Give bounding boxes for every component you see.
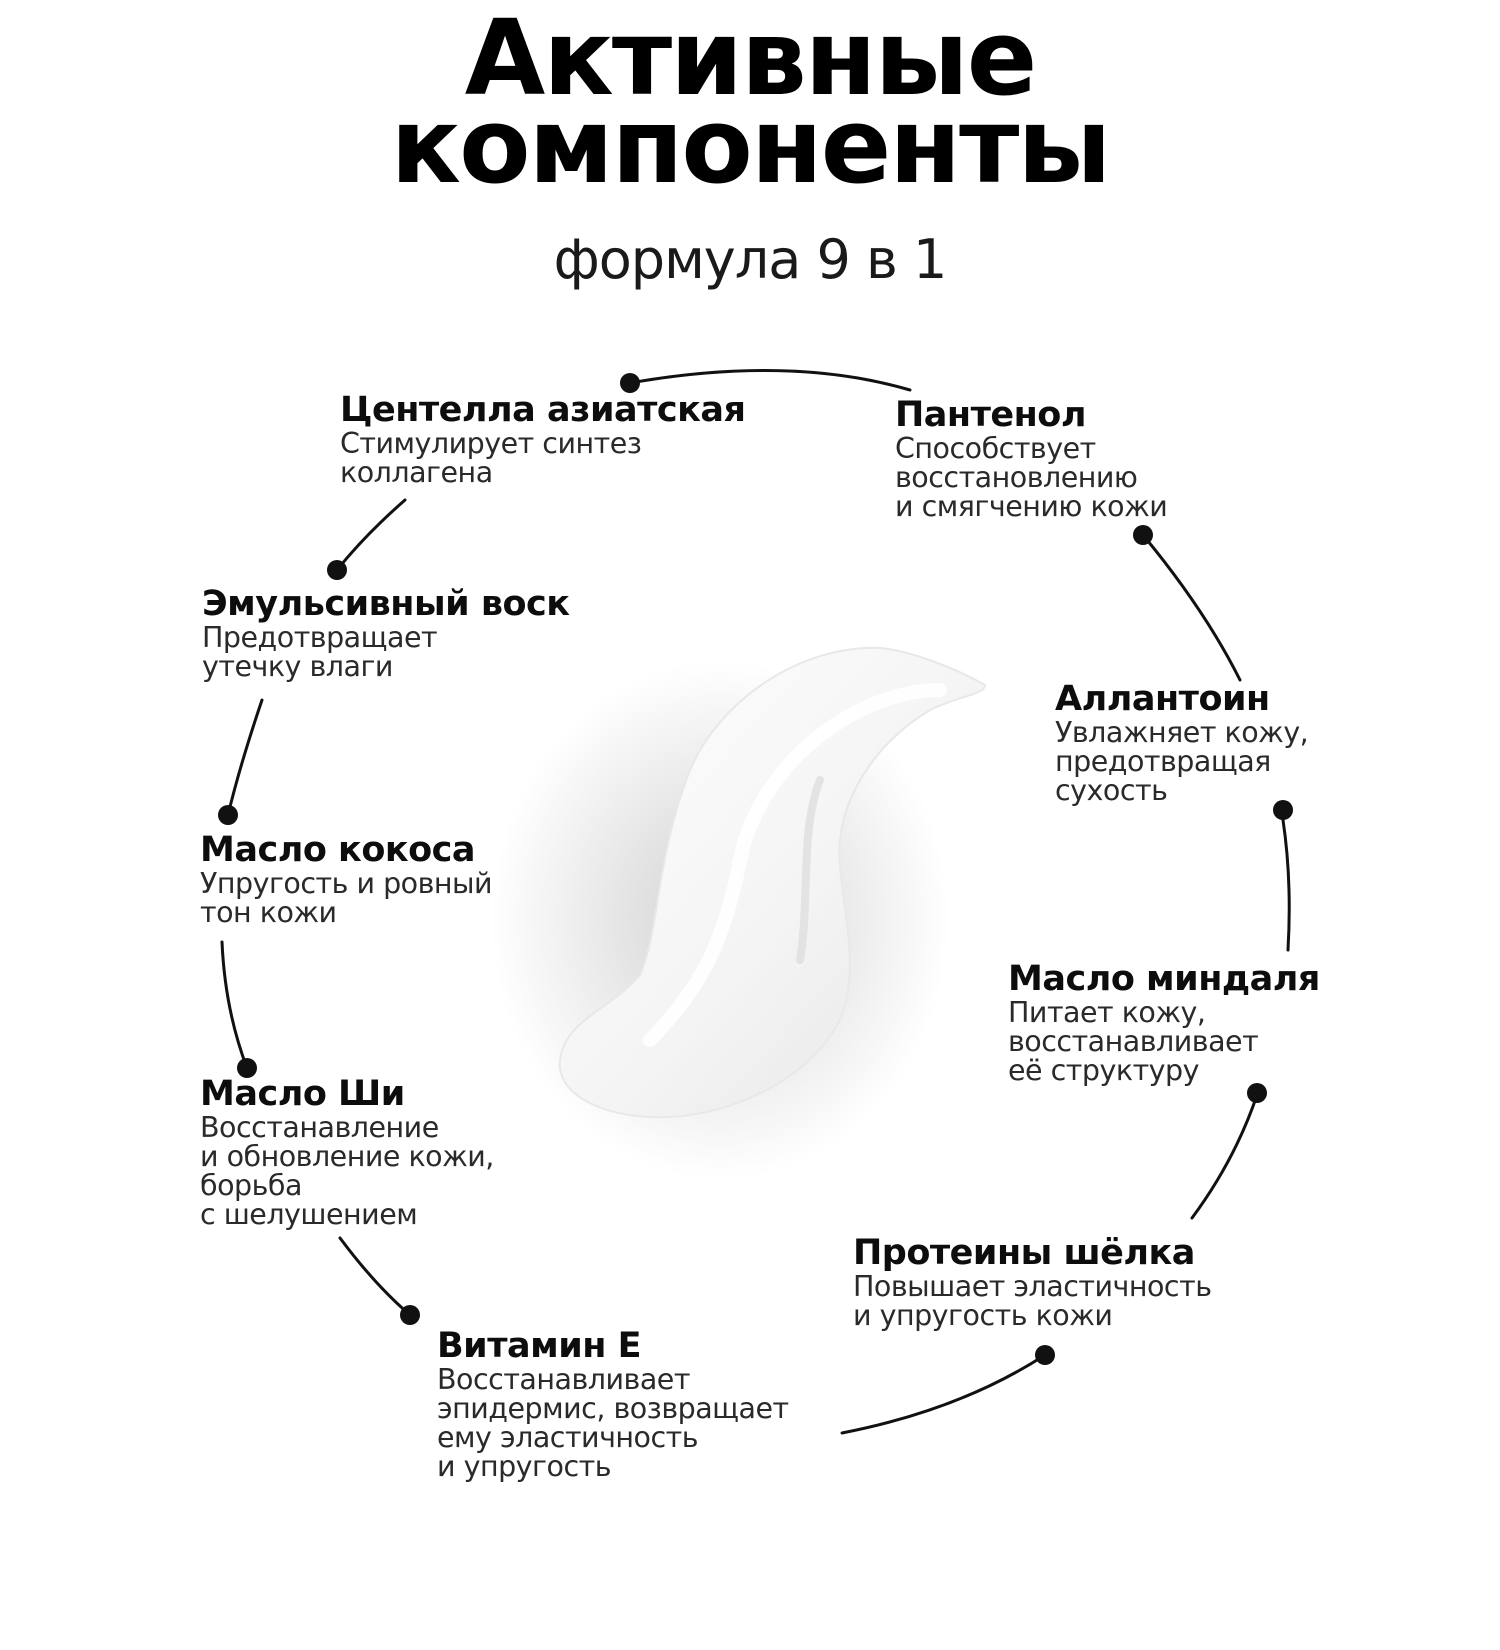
component-name: Эмульсивный воск <box>202 584 570 624</box>
connector-dot <box>237 1058 257 1078</box>
cream-swatch-icon <box>490 646 987 1180</box>
component-desc: Увлажняет кожу, предотвращая сухость <box>1055 716 1309 807</box>
component-name: Аллантоин <box>1055 679 1270 719</box>
component-coconut-oil: Масло кокоса Упругость и ровный тон кожи <box>200 830 493 929</box>
title-line-2: компоненты <box>390 85 1112 207</box>
component-vitamin-e: Витамин Е Восстанавливает эпидермис, воз… <box>437 1327 789 1481</box>
component-desc: Восстанавливает эпидермис, возвращает ем… <box>437 1363 789 1483</box>
connector-dot <box>218 805 238 825</box>
component-name: Масло кокоса <box>200 830 476 870</box>
component-desc: Питает кожу, восстанавливает её структур… <box>1008 996 1259 1087</box>
connector-dot <box>620 373 640 393</box>
component-name: Протеины шёлка <box>853 1233 1195 1273</box>
connector-dot <box>1133 525 1153 545</box>
connector-line <box>338 1236 412 1317</box>
component-desc: Упругость и ровный тон кожи <box>200 867 493 929</box>
connector-dot <box>1035 1345 1055 1365</box>
component-desc: Повышает эластичность и упругость кожи <box>853 1270 1212 1332</box>
component-desc: Восстанавление и обновление кожи, борьба… <box>200 1111 494 1231</box>
connector-line <box>220 940 249 1070</box>
component-centella: Центелла азиатская Стимулирует синтез ко… <box>340 390 746 489</box>
component-name: Масло Ши <box>200 1074 405 1114</box>
page-title: Активные компоненты <box>0 0 1500 207</box>
connector-line <box>1190 1093 1259 1220</box>
title-line-1: Активные <box>464 0 1037 119</box>
connector-dot <box>400 1305 420 1325</box>
component-shea-butter: Масло Ши Восстанавление и обновление кож… <box>200 1075 494 1229</box>
component-name: Пантенол <box>895 395 1086 435</box>
component-allantoin: Аллантоин Увлажняет кожу, предотвращая с… <box>1055 679 1309 807</box>
connector-line <box>1281 818 1291 952</box>
connector-dot <box>1247 1083 1267 1103</box>
component-almond-oil: Масло миндаля Питает кожу, восстанавлива… <box>1008 960 1320 1085</box>
connector-line <box>226 698 264 817</box>
component-name: Центелла азиатская <box>340 390 746 430</box>
component-desc: Способствует восстановлению и смягчению … <box>895 432 1168 523</box>
component-desc: Предотвращает утечку влаги <box>202 621 438 683</box>
component-name: Масло миндаля <box>1008 959 1320 999</box>
connector-dot <box>1273 800 1293 820</box>
connector-line <box>628 369 912 392</box>
component-desc: Стимулирует синтез коллагена <box>340 427 642 489</box>
component-silk-proteins: Протеины шёлка Повышает эластичность и у… <box>853 1234 1212 1330</box>
component-panthenol: Пантенол Способствует восстановлению и с… <box>895 395 1168 523</box>
connector-dot <box>327 560 347 580</box>
subtitle: формула 9 в 1 <box>553 228 948 291</box>
connector-line <box>335 498 407 572</box>
component-name: Витамин Е <box>437 1326 642 1366</box>
connector-line <box>1141 533 1242 682</box>
component-emulsifying-wax: Эмульсивный воск Предотвращает утечку вл… <box>202 585 570 681</box>
connector-line <box>840 1353 1047 1435</box>
